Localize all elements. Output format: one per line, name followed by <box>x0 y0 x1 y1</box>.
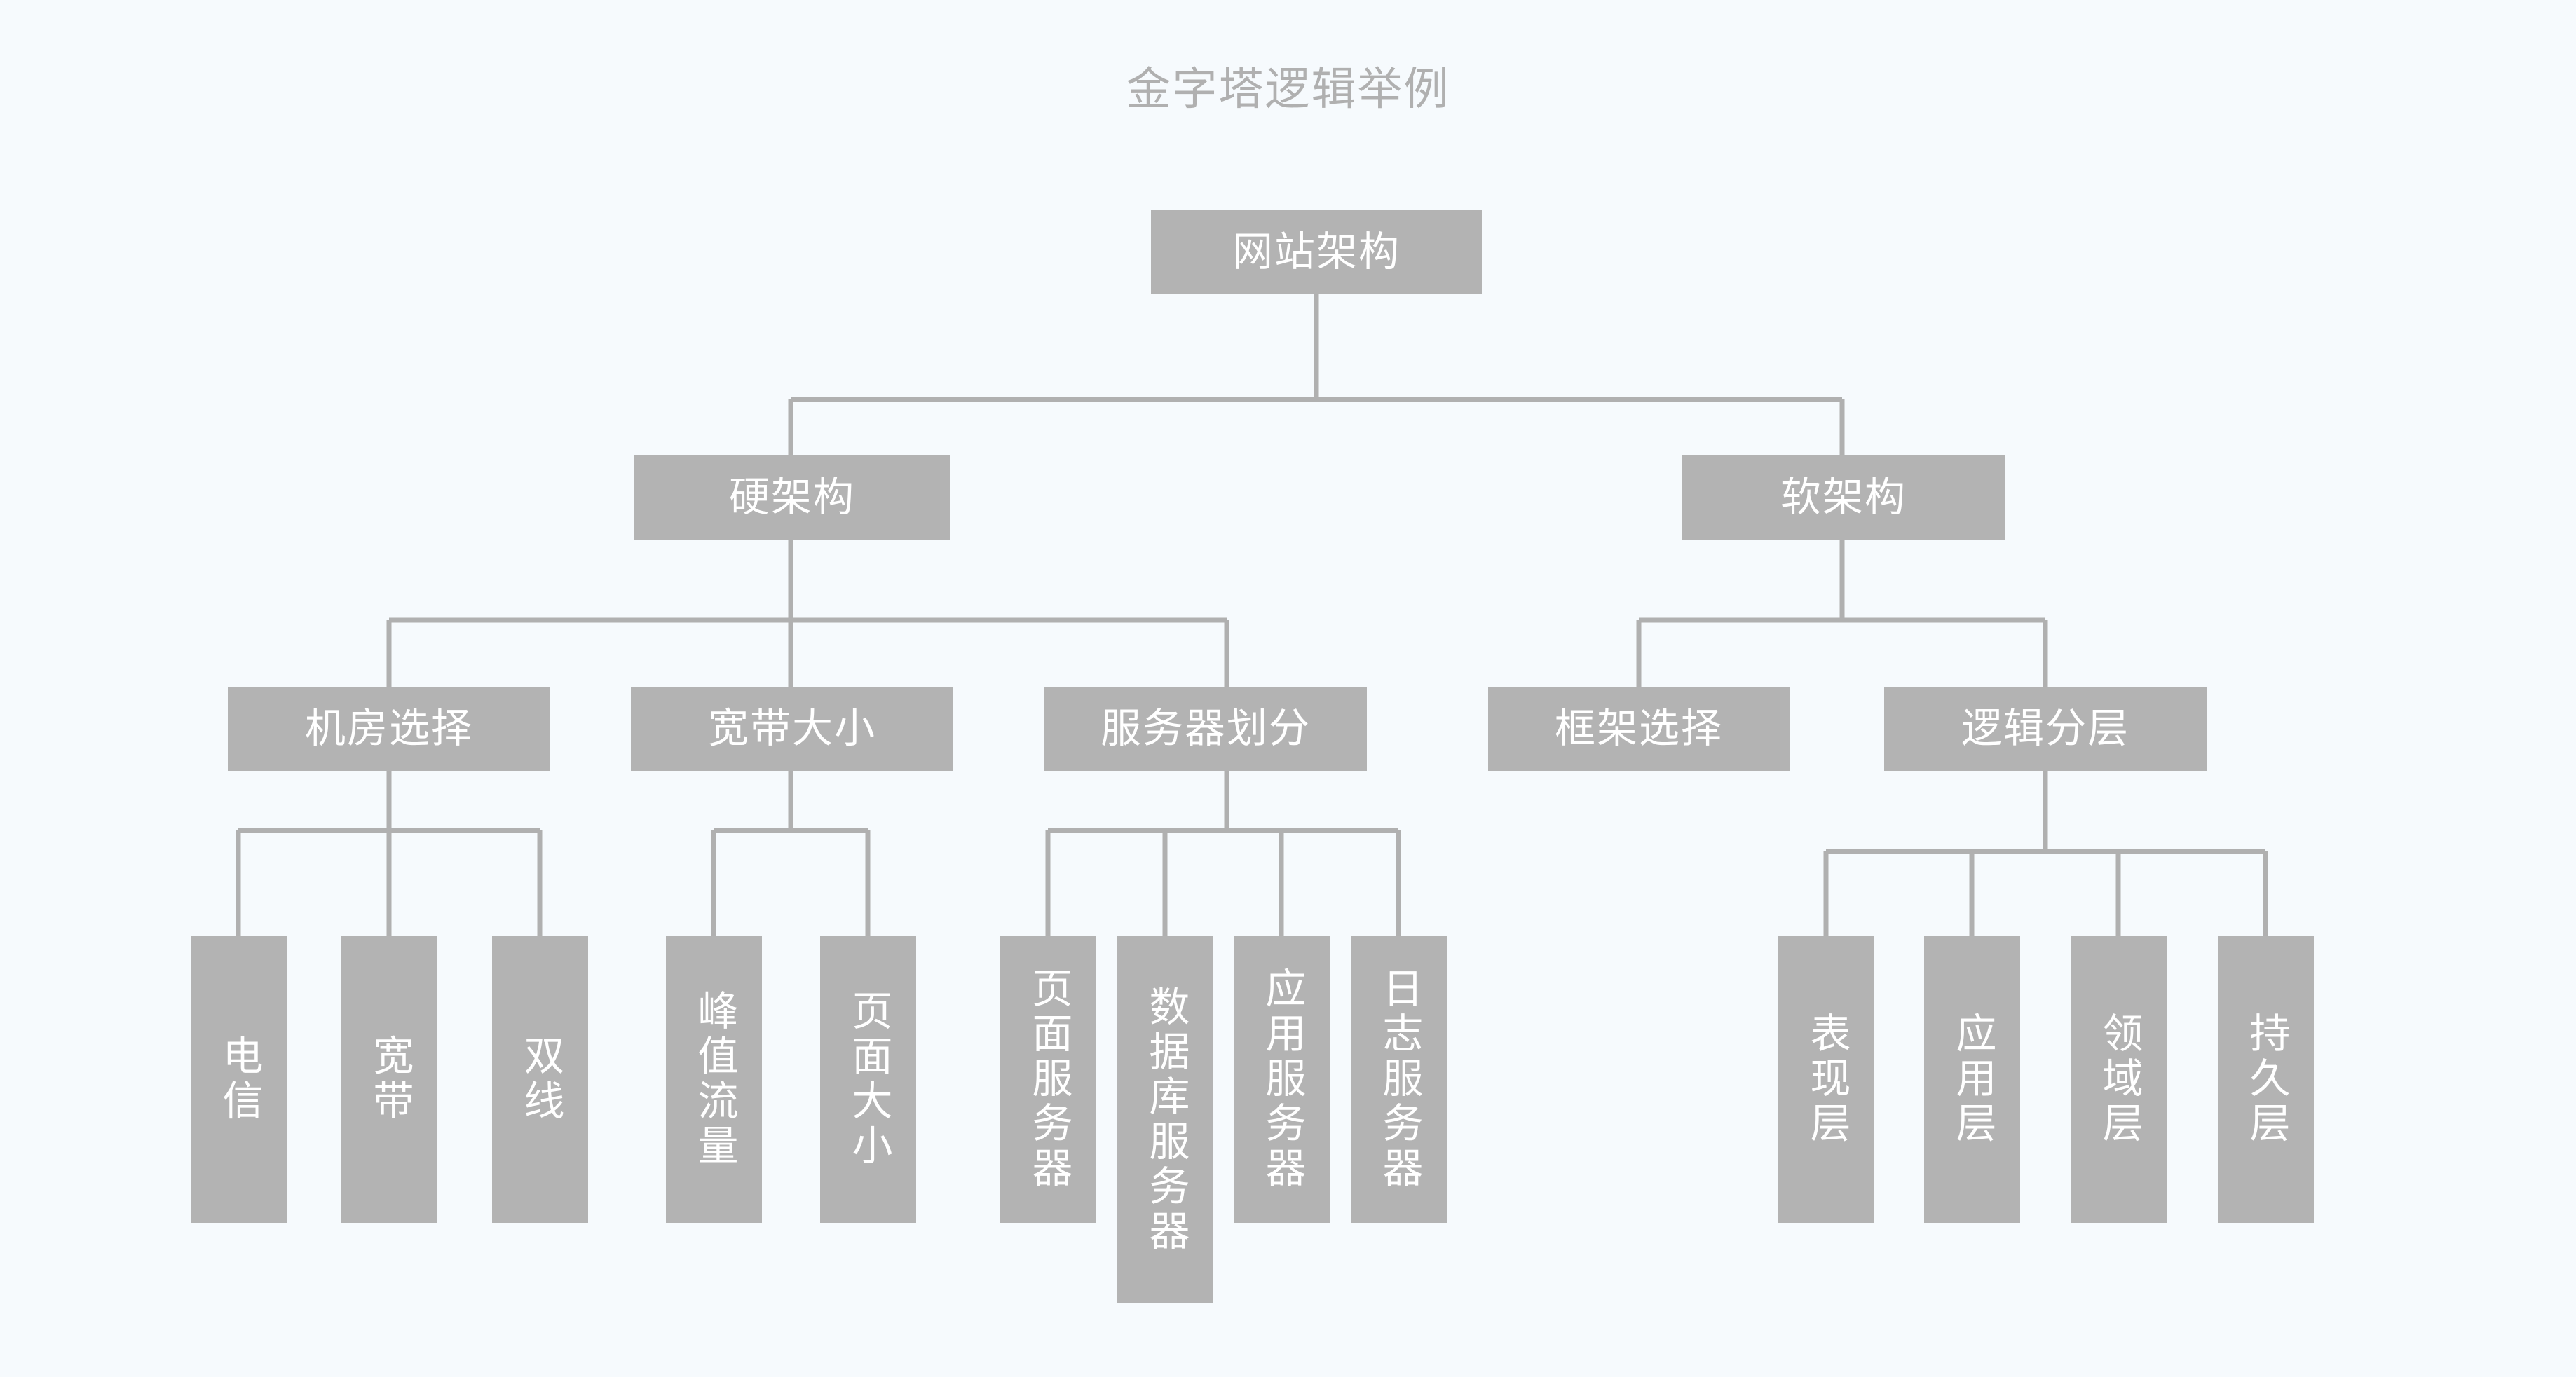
node-label: 机房选择 <box>304 705 473 751</box>
node-telecom[interactable]: 电信 <box>191 936 287 1223</box>
node-label: 应用层 <box>1949 1012 1996 1146</box>
node-datacenter-selection[interactable]: 机房选择 <box>228 687 550 771</box>
node-label: 双线 <box>517 1034 564 1124</box>
node-label: 框架选择 <box>1554 705 1723 751</box>
node-application-layer[interactable]: 应用层 <box>1924 936 2020 1223</box>
node-soft-architecture[interactable]: 软架构 <box>1682 455 2005 540</box>
page-title: 金字塔逻辑举例 <box>1126 64 1450 114</box>
node-presentation-layer[interactable]: 表现层 <box>1778 936 1874 1223</box>
node-page-size[interactable]: 页面大小 <box>820 936 916 1223</box>
node-label: 领域层 <box>2096 1012 2142 1146</box>
node-peak-traffic[interactable]: 峰值流量 <box>666 936 762 1223</box>
node-persistence-layer[interactable]: 持久层 <box>2218 936 2314 1223</box>
node-label: 网站架构 <box>1232 228 1401 275</box>
node-label: 表现层 <box>1804 1012 1850 1146</box>
node-broadband[interactable]: 宽带 <box>341 936 437 1223</box>
node-log-server[interactable]: 日志服务器 <box>1351 936 1447 1223</box>
node-server-division[interactable]: 服务器划分 <box>1044 687 1367 771</box>
node-logical-layering[interactable]: 逻辑分层 <box>1884 687 2207 771</box>
node-page-server[interactable]: 页面服务器 <box>1000 936 1096 1223</box>
node-label: 电信 <box>216 1034 262 1124</box>
node-dual-line[interactable]: 双线 <box>492 936 588 1223</box>
node-label: 宽带大小 <box>707 705 876 751</box>
node-hard-architecture[interactable]: 硬架构 <box>634 455 950 540</box>
node-bandwidth-size[interactable]: 宽带大小 <box>631 687 953 771</box>
node-framework-selection[interactable]: 框架选择 <box>1488 687 1790 771</box>
node-label: 页面大小 <box>845 989 892 1169</box>
node-label: 硬架构 <box>728 474 855 520</box>
node-label: 应用服务器 <box>1259 967 1305 1191</box>
node-application-server[interactable]: 应用服务器 <box>1234 936 1330 1223</box>
node-label: 软架构 <box>1780 474 1907 520</box>
node-website-architecture[interactable]: 网站架构 <box>1151 210 1482 294</box>
node-label: 峰值流量 <box>691 989 737 1169</box>
node-domain-layer[interactable]: 领域层 <box>2071 936 2167 1223</box>
node-database-server[interactable]: 数据库服务器 <box>1117 936 1213 1303</box>
node-label: 日志服务器 <box>1376 967 1422 1191</box>
node-label: 宽带 <box>367 1034 413 1124</box>
node-label: 逻辑分层 <box>1961 705 2129 751</box>
node-label: 持久层 <box>2243 1012 2289 1146</box>
node-label: 数据库服务器 <box>1143 985 1189 1254</box>
node-label: 服务器划分 <box>1100 705 1311 751</box>
node-label: 页面服务器 <box>1025 967 1072 1191</box>
